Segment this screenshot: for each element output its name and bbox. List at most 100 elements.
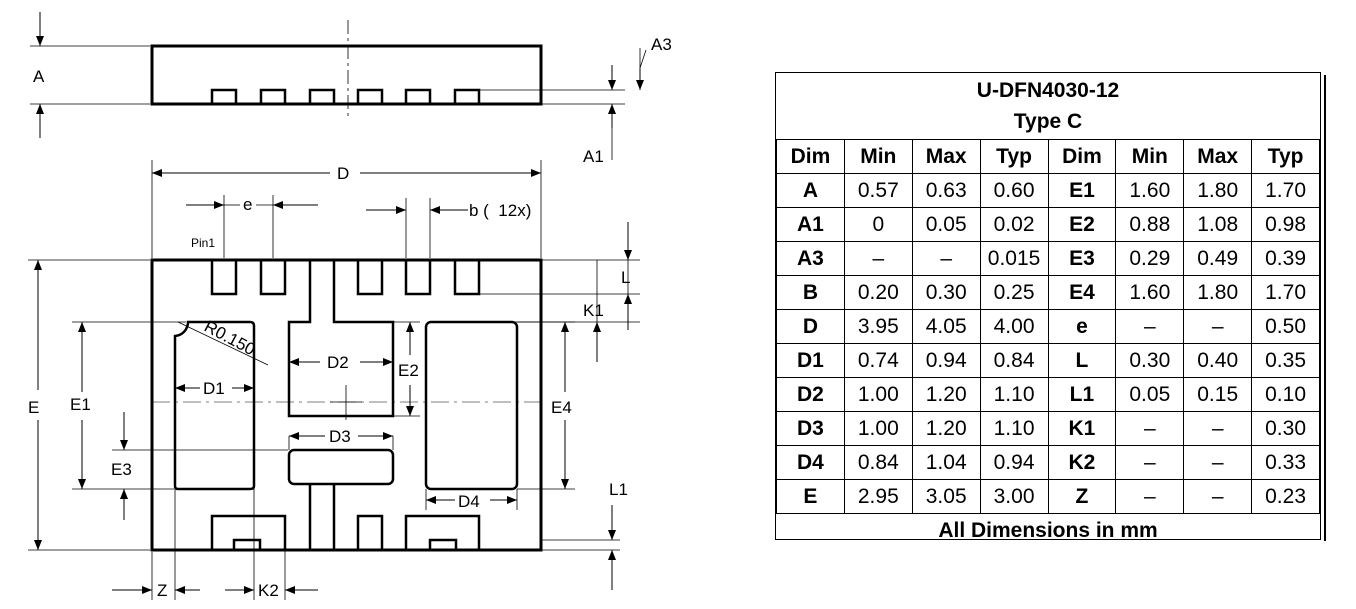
dim-name-cell: A — [776, 173, 845, 208]
value-cell: – — [1183, 479, 1253, 514]
value-cell: 1.10 — [979, 377, 1049, 412]
dimensions-table-container: U-DFN4030-12 Type C Dim Min Max Typ Dim … — [775, 72, 1326, 547]
label-A3: A3 — [651, 35, 672, 54]
table-title-row: U-DFN4030-12 Type C — [776, 73, 1320, 140]
dim-name-cell: A3 — [776, 241, 845, 276]
dim-name-cell: E2 — [1047, 207, 1117, 242]
label-L1: L1 — [609, 480, 628, 499]
value-cell: – — [911, 241, 981, 276]
dimensions-table: U-DFN4030-12 Type C Dim Min Max Typ Dim … — [776, 73, 1320, 547]
label-L: L — [621, 268, 630, 287]
value-cell: 0.10 — [1251, 377, 1320, 412]
top-pins — [210, 258, 481, 296]
value-cell: 1.80 — [1183, 275, 1253, 310]
value-cell: – — [1115, 445, 1185, 480]
label-pin1: Pin1 — [191, 236, 215, 250]
dim-name-cell: D3 — [776, 411, 845, 446]
dim-name-cell: E4 — [1047, 275, 1117, 310]
value-cell: 0.05 — [911, 207, 981, 242]
label-D3: D3 — [329, 427, 351, 446]
value-cell: 0.29 — [1115, 241, 1185, 276]
side-view-terminals — [210, 88, 481, 106]
value-cell: 0.015 — [979, 241, 1049, 276]
pin-1 — [210, 258, 238, 296]
value-cell: 0 — [843, 207, 913, 242]
header-cell: Min — [843, 139, 913, 174]
value-cell: 0.23 — [1251, 479, 1320, 514]
table-footer: All Dimensions in mm — [776, 513, 1320, 547]
value-cell: 1.10 — [979, 411, 1049, 446]
bottom-pins — [210, 514, 481, 552]
dim-name-cell: Z — [1047, 479, 1117, 514]
label-K2: K2 — [258, 581, 279, 600]
package-body — [150, 258, 543, 552]
label-b: b ( 12x) — [469, 201, 531, 220]
dim-name-cell: B — [776, 275, 845, 310]
label-E3: E3 — [111, 460, 132, 479]
value-cell: 0.57 — [843, 173, 913, 208]
value-cell: – — [1183, 411, 1253, 446]
value-cell: 1.00 — [843, 411, 913, 446]
value-cell: 4.05 — [911, 309, 981, 344]
value-cell: 1.04 — [911, 445, 981, 480]
value-cell: 0.30 — [911, 275, 981, 310]
bottom-view — [28, 160, 640, 600]
table-subtitle: Type C — [1013, 110, 1083, 133]
value-cell: 1.08 — [1183, 207, 1253, 242]
side-view — [30, 12, 647, 160]
table-title-cell: U-DFN4030-12 Type C — [776, 73, 1320, 140]
label-A: A — [33, 67, 45, 86]
header-cell: Typ — [979, 139, 1049, 174]
value-cell: – — [1183, 309, 1253, 344]
value-cell: 1.70 — [1251, 173, 1320, 208]
value-cell: 2.95 — [843, 479, 913, 514]
header-cell: Typ — [1251, 139, 1320, 174]
table-title: U-DFN4030-12 — [976, 79, 1120, 102]
table-header-row: Dim Min Max Typ Dim Min Max Typ — [776, 139, 1320, 174]
dim-name-cell: D4 — [776, 445, 845, 480]
label-D1: D1 — [203, 379, 225, 398]
value-cell: 1.20 — [911, 411, 981, 446]
side-view-body — [150, 44, 543, 106]
value-cell: 1.60 — [1115, 275, 1185, 310]
dim-name-cell: D1 — [776, 343, 845, 378]
dim-name-cell: E — [776, 479, 845, 514]
dim-name-cell: L1 — [1047, 377, 1117, 412]
value-cell: 0.98 — [1251, 207, 1320, 242]
label-D4: D4 — [458, 492, 480, 511]
dim-name-cell: D2 — [776, 377, 845, 412]
value-cell: 0.02 — [979, 207, 1049, 242]
value-cell: – — [1115, 309, 1185, 344]
value-cell: – — [1115, 411, 1185, 446]
pad-d3 — [287, 448, 395, 486]
header-cell: Min — [1115, 139, 1185, 174]
value-cell: 0.33 — [1251, 445, 1320, 480]
dim-name-cell: e — [1047, 309, 1117, 344]
value-cell: 0.15 — [1183, 377, 1253, 412]
value-cell: 3.05 — [911, 479, 981, 514]
value-cell: 0.25 — [979, 275, 1049, 310]
dim-name-cell: E3 — [1047, 241, 1117, 276]
value-cell: – — [843, 241, 913, 276]
value-cell: 1.20 — [911, 377, 981, 412]
dim-name-cell: A1 — [776, 207, 845, 242]
dim-name-cell: K2 — [1047, 445, 1117, 480]
value-cell: – — [1183, 445, 1253, 480]
label-A1: A1 — [583, 147, 604, 166]
value-cell: 3.00 — [979, 479, 1049, 514]
value-cell: 0.74 — [843, 343, 913, 378]
value-cell: 0.05 — [1115, 377, 1185, 412]
label-e: e — [243, 195, 252, 214]
label-E1: E1 — [70, 395, 91, 414]
value-cell: 0.94 — [911, 343, 981, 378]
value-cell: 1.70 — [1251, 275, 1320, 310]
header-cell: Dim — [776, 139, 845, 174]
